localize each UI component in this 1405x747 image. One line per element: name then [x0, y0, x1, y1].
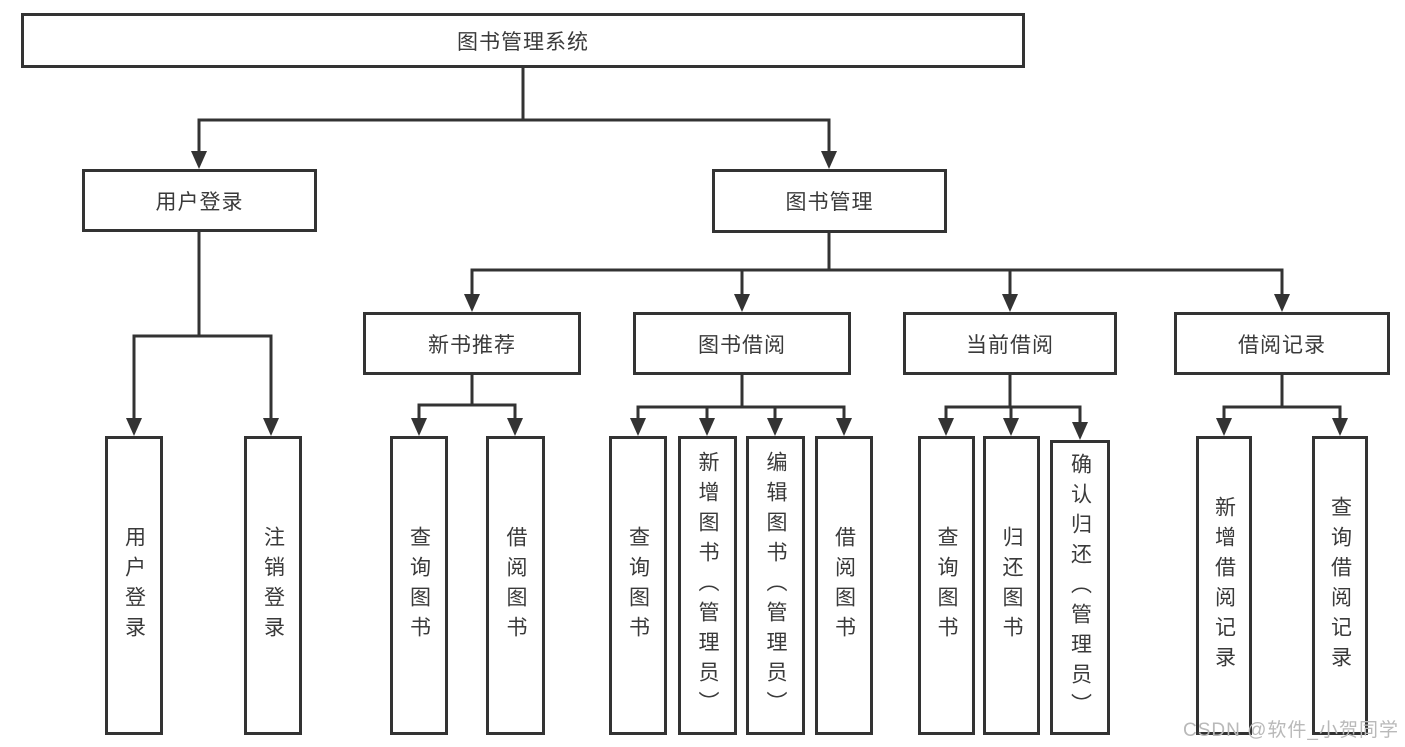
leaf-br-add-record: 新增借阅记录 — [1196, 436, 1252, 735]
leaf-bb-edit-books-admin: 编辑图书（管理员） — [746, 436, 805, 735]
leaf-bb-add-books-admin-label: 新增图书（管理员） — [696, 450, 719, 721]
leaf-bb-borrow-books: 借阅图书 — [815, 436, 873, 735]
leaf-bb-query-books: 查询图书 — [609, 436, 667, 735]
node-user-login: 用户登录 — [82, 169, 317, 232]
leaf-br-query-record-label: 查询借阅记录 — [1328, 495, 1352, 676]
leaf-nbr-borrow-books-label: 借阅图书 — [504, 525, 527, 646]
leaf-bb-borrow-books-label: 借阅图书 — [832, 525, 856, 646]
csdn-watermark: CSDN @软件_小贺同学 — [1183, 720, 1399, 741]
leaf-bb-edit-books-admin-label: 编辑图书（管理员） — [764, 450, 787, 721]
leaf-user-login-label: 用户登录 — [122, 525, 146, 646]
node-borrowing-records-label: 借阅记录 — [1238, 333, 1326, 357]
node-current-borrowing-label: 当前借阅 — [966, 333, 1054, 357]
leaf-br-add-record-label: 新增借阅记录 — [1212, 495, 1236, 676]
node-new-book-recommendation: 新书推荐 — [363, 312, 581, 375]
node-borrowing-records: 借阅记录 — [1174, 312, 1390, 375]
leaf-nbr-query-books: 查询图书 — [390, 436, 448, 735]
leaf-nbr-query-books-label: 查询图书 — [407, 525, 431, 646]
leaf-logout: 注销登录 — [244, 436, 302, 735]
leaf-cb-return-books: 归还图书 — [983, 436, 1040, 735]
leaf-bb-query-books-label: 查询图书 — [626, 525, 650, 646]
node-root: 图书管理系统 — [21, 13, 1025, 68]
leaf-bb-add-books-admin: 新增图书（管理员） — [678, 436, 737, 735]
node-book-borrowing: 图书借阅 — [633, 312, 851, 375]
leaf-user-login: 用户登录 — [105, 436, 163, 735]
node-user-login-label: 用户登录 — [155, 190, 244, 214]
node-root-label: 图书管理系统 — [457, 30, 589, 54]
leaf-br-query-record: 查询借阅记录 — [1312, 436, 1368, 735]
leaf-cb-confirm-return-admin: 确认归还（管理员） — [1050, 440, 1110, 735]
leaf-cb-query-books-label: 查询图书 — [935, 525, 958, 646]
leaf-nbr-borrow-books: 借阅图书 — [486, 436, 545, 735]
node-book-management-label: 图书管理 — [785, 191, 874, 214]
leaf-cb-confirm-return-admin-label: 确认归还（管理员） — [1068, 452, 1092, 723]
node-book-borrowing-label: 图书借阅 — [698, 333, 786, 357]
leaf-cb-query-books: 查询图书 — [918, 436, 975, 735]
node-current-borrowing: 当前借阅 — [903, 312, 1117, 375]
leaf-cb-return-books-label: 归还图书 — [1000, 525, 1023, 646]
node-book-management: 图书管理 — [712, 169, 947, 233]
node-new-book-recommendation-label: 新书推荐 — [428, 333, 516, 357]
leaf-logout-label: 注销登录 — [261, 525, 285, 646]
